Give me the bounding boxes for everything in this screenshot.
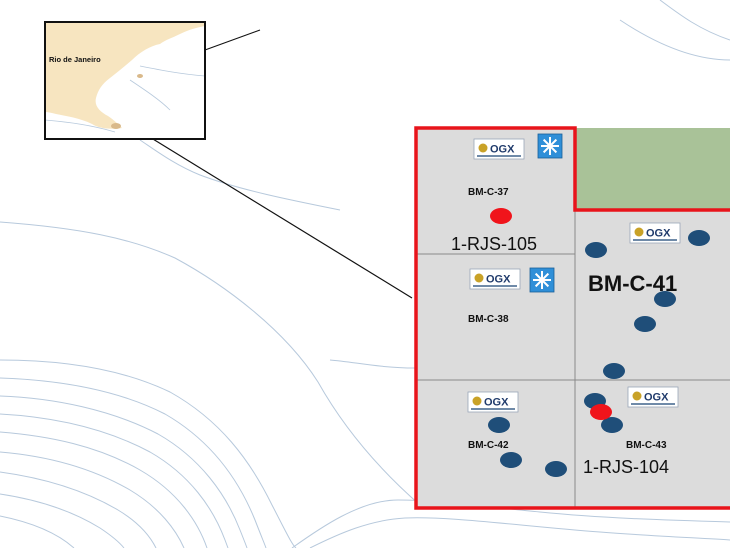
inset-contour (139, 65, 206, 77)
contour-line (0, 471, 157, 548)
block-label-bm-c-38: BM-C-38 (468, 314, 509, 325)
star-snowflake-icon (537, 133, 563, 159)
inset-island-marker (111, 123, 121, 129)
planned-well-marker[interactable] (688, 230, 710, 246)
contour-line (619, 19, 730, 61)
inset-contour (44, 119, 116, 133)
contour-line (0, 515, 75, 548)
contour-line (0, 395, 248, 548)
ogx-logo: OGX (469, 268, 521, 290)
inset-land-rio-de-janeiro (45, 22, 205, 129)
block-label-bm-c-42: BM-C-42 (468, 440, 509, 451)
contour-line (0, 221, 421, 506)
adjacent-concession-overlay (575, 128, 730, 210)
operator-logos: OGX OGX OGX OGX OGX (467, 133, 681, 413)
ogx-logo: OGX (627, 386, 679, 408)
contour-line (0, 359, 297, 548)
planned-well-marker[interactable] (500, 452, 522, 468)
well-label-1-rjs-104: 1-RJS-104 (583, 457, 669, 477)
discovery-well-1-rjs-105[interactable] (490, 208, 512, 224)
planned-well-marker[interactable] (603, 363, 625, 379)
discovery-wells (490, 208, 612, 420)
well-label-1-rjs-105: 1-RJS-105 (451, 234, 537, 254)
ogx-logo-text: OGX (644, 392, 669, 404)
contour-line (659, 0, 730, 41)
planned-well-marker[interactable] (545, 461, 567, 477)
planned-wells (488, 230, 710, 477)
inset-leader-line (134, 127, 413, 299)
inset-contour (129, 79, 171, 111)
contour-line (0, 431, 208, 548)
planned-well-marker[interactable] (585, 242, 607, 258)
planned-well-marker[interactable] (488, 417, 510, 433)
discovery-well-1-rjs-104[interactable] (590, 404, 612, 420)
star-snowflake-icon (529, 267, 555, 293)
planned-well-marker[interactable] (634, 316, 656, 332)
contour-line (309, 517, 730, 548)
location-inset-map: Rio de Janeiro (44, 21, 206, 140)
block-label-bm-c-43: BM-C-43 (626, 440, 667, 451)
ogx-block-boundary (414, 126, 730, 510)
block-grid (416, 210, 730, 508)
ogx-logo: OGX (467, 391, 519, 413)
ogx-logo-text: OGX (490, 144, 515, 156)
ogx-logo: OGX (473, 138, 525, 160)
inset-label-rio-de-janeiro: Rio de Janeiro (49, 55, 101, 64)
ogx-logo-text: OGX (486, 274, 511, 286)
contour-line (0, 493, 125, 548)
planned-well-marker[interactable] (601, 417, 623, 433)
ogx-logo-text: OGX (646, 228, 671, 240)
block-label-bm-c-37: BM-C-37 (468, 187, 509, 198)
contour-line (0, 451, 185, 548)
ogx-logo-text: OGX (484, 397, 509, 409)
inset-border (44, 21, 206, 140)
inset-leader-line-top (204, 29, 261, 51)
planned-well-marker[interactable] (654, 291, 676, 307)
contour-line (0, 377, 267, 548)
ogx-logo: OGX (629, 222, 681, 244)
contour-line (139, 139, 341, 211)
inset-island-marker (137, 74, 143, 78)
contour-line (0, 413, 229, 548)
contour-line (329, 359, 416, 369)
